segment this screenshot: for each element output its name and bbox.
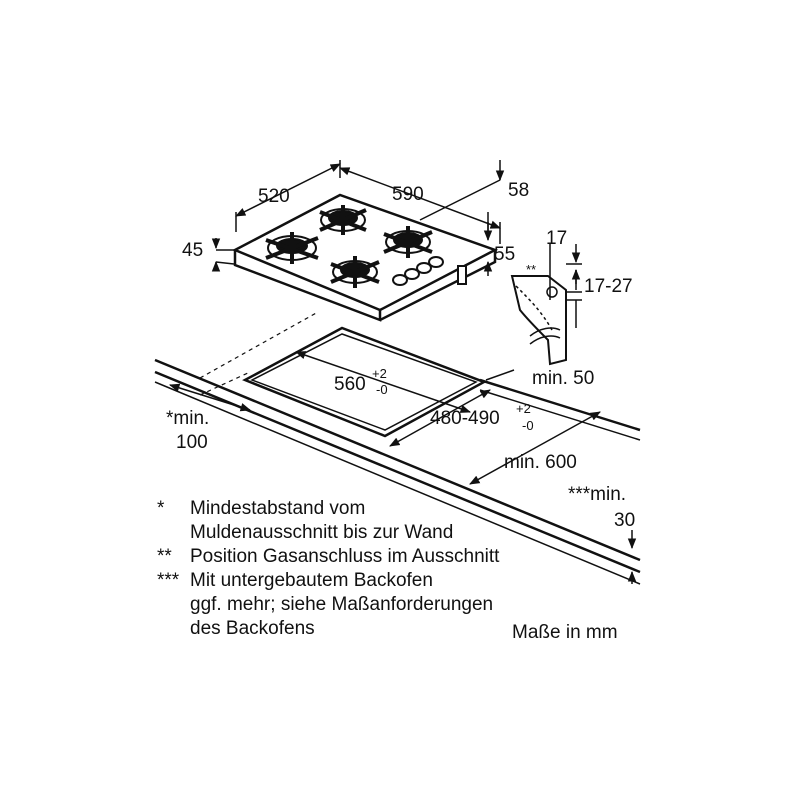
dim-min-100-line1: *min. <box>166 408 209 429</box>
dim-min-50: min. 50 <box>532 368 594 389</box>
footnote-mark: *** <box>157 570 180 591</box>
footnote-text: Mit untergebautem Backofen <box>190 570 433 591</box>
gas-detail <box>510 244 582 366</box>
dim-58: 58 <box>508 180 529 201</box>
dim-560-tol-minus: -0 <box>376 382 388 397</box>
footnote-text: des Backofens <box>190 618 315 639</box>
dim-min-100-line2: 100 <box>176 432 208 453</box>
dim-590: 590 <box>392 184 424 205</box>
dim-520: 520 <box>258 186 290 207</box>
dim-560: 560 <box>334 374 366 395</box>
dim-480-490: 480-490 <box>430 408 500 429</box>
footnote-row: ** Position Gasanschluss im Ausschnitt <box>157 545 657 569</box>
footnote-mark <box>157 521 190 545</box>
gas-connector <box>457 265 467 285</box>
footnote-row: ggf. mehr; siehe Maßanforderungen <box>157 593 657 617</box>
footnote-row: *** Mit untergebautem Backofen <box>157 569 657 593</box>
burner-right <box>383 226 433 258</box>
dimension-lines-hob <box>211 160 505 276</box>
footnote-row: des Backofens <box>157 617 657 641</box>
footnote-text: Position Gasanschluss im Ausschnitt <box>190 546 500 567</box>
dim-17-27: 17-27 <box>584 276 633 297</box>
dim-17: 17 <box>546 228 567 249</box>
footnote-mark <box>157 617 190 641</box>
footnote-mark: ** <box>157 546 172 567</box>
dim-480-tol-minus: -0 <box>522 418 534 433</box>
dim-min-30-line1: ***min. <box>568 484 626 505</box>
burner-left <box>265 232 319 264</box>
dim-45: 45 <box>182 240 203 261</box>
footnotes: * Mindestabstand vom Muldenausschnitt bi… <box>157 497 657 641</box>
gas-marker: ** <box>526 262 536 277</box>
footnote-mark <box>157 593 190 617</box>
footnote-text: Muldenausschnitt bis zur Wand <box>190 522 454 543</box>
control-knobs <box>392 256 444 286</box>
footnote-text: ggf. mehr; siehe Maßanforderungen <box>190 594 494 615</box>
hob <box>232 193 499 322</box>
dim-480-tol-plus: +2 <box>516 401 531 416</box>
burner-front <box>330 256 380 288</box>
footnote-row: Muldenausschnitt bis zur Wand <box>157 521 657 545</box>
dim-min-30-line2: 30 <box>614 510 635 531</box>
footnote-row: * Mindestabstand vom <box>157 497 657 521</box>
dim-min-600: min. 600 <box>504 452 577 473</box>
footnote-mark: * <box>157 498 165 519</box>
footnote-text: Mindestabstand vom <box>190 498 366 519</box>
units-label: Maße in mm <box>512 622 618 643</box>
dim-55: 55 <box>494 244 515 265</box>
dimension-lines-cutout <box>168 351 637 584</box>
dim-560-tol-plus: +2 <box>372 366 387 381</box>
